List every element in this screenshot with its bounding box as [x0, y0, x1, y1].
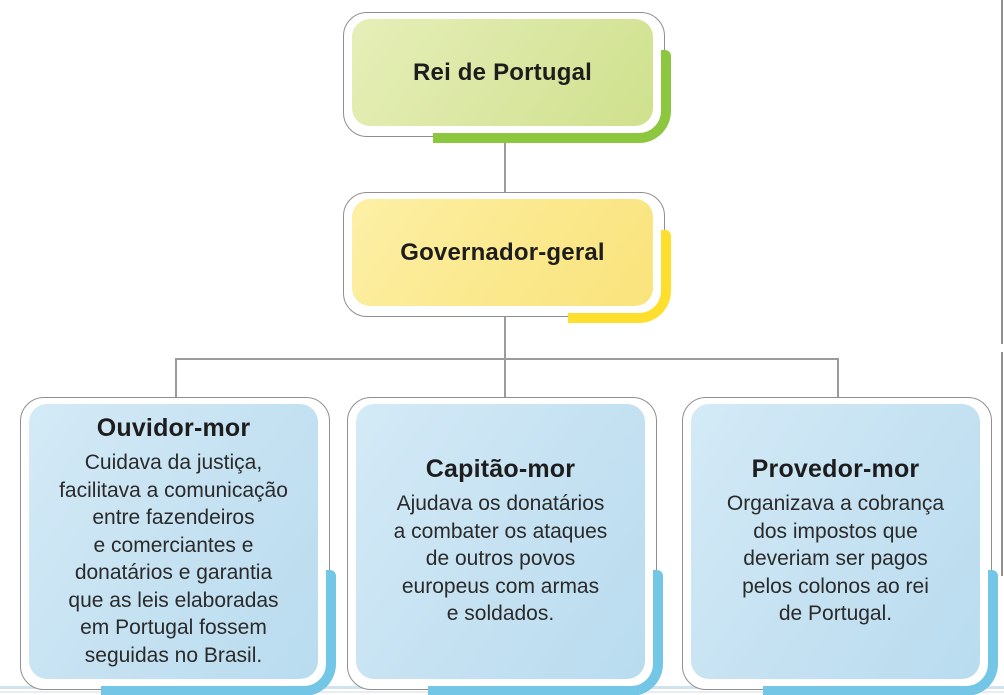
- node-fill: Rei de Portugal: [352, 19, 653, 126]
- node-governador-geral: Governador-geral: [343, 192, 671, 323]
- node-title-capitao: Capitão-mor: [425, 455, 576, 484]
- node-accent-stripe: [568, 229, 671, 323]
- node-ouvidor-mor: Ouvidor-mor Cuidava da justiça, facilita…: [20, 397, 336, 695]
- connector-branch-horizontal: [175, 358, 838, 360]
- node-description-provedor: Organizava a cobrança dos impostos que d…: [726, 492, 945, 626]
- node-capitao-mor: Capitão-mor Ajudava os donatários a comb…: [347, 397, 663, 695]
- node-title-provedor: Provedor-mor: [751, 455, 920, 484]
- node-title-governador: Governador-geral: [400, 238, 605, 266]
- connector-drop-center: [504, 358, 506, 397]
- page-edge-line-lower: [1001, 352, 1003, 576]
- node-accent-stripe: [100, 569, 336, 695]
- connector-drop-left: [175, 358, 177, 397]
- node-title-rei: Rei de Portugal: [412, 58, 593, 86]
- node-rei-de-portugal: Rei de Portugal: [343, 12, 671, 143]
- node-accent-stripe: [427, 569, 663, 695]
- node-provedor-mor: Provedor-mor Organizava a cobrança dos i…: [682, 397, 998, 695]
- connector-governor-to-branch: [504, 317, 506, 358]
- node-fill: Provedor-mor Organizava a cobrança dos i…: [691, 404, 980, 679]
- page-edge-line-upper: [1001, 0, 1003, 344]
- node-description-capitao: Ajudava os donatários a combater os ataq…: [393, 492, 608, 626]
- node-fill: Capitão-mor Ajudava os donatários a comb…: [356, 404, 645, 679]
- connector-root-to-governor: [504, 137, 506, 192]
- connector-drop-right: [837, 358, 839, 397]
- node-fill: Ouvidor-mor Cuidava da justiça, facilita…: [29, 404, 318, 679]
- node-description-ouvidor: Cuidava da justiça, facilitava a comunic…: [59, 451, 288, 667]
- node-accent-stripe: [433, 49, 671, 143]
- node-accent-stripe: [762, 569, 998, 695]
- node-fill: Governador-geral: [352, 199, 653, 306]
- node-title-ouvidor: Ouvidor-mor: [96, 414, 251, 442]
- bottom-hairline-right: [516, 691, 1004, 693]
